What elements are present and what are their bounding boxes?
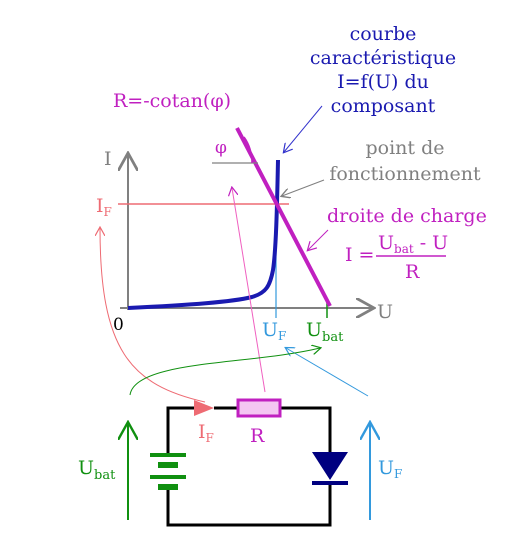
uf-axis-label: UF (262, 319, 286, 343)
droite-pointer-arrow (308, 229, 329, 250)
eq-denominator: R (405, 261, 420, 283)
circuit-uf-label: UF (378, 457, 402, 481)
circuit-ubat-label: Ubat (78, 457, 116, 483)
circuit-r-label: R (250, 425, 265, 447)
courbe-line1: courbe (350, 23, 417, 45)
courbe-pointer-arrow (284, 105, 323, 152)
u-axis-label: U (377, 301, 393, 323)
diode (312, 452, 348, 485)
point-label: point de fonctionnement (329, 137, 481, 185)
current-arrow (194, 400, 214, 416)
phi-symbol: φ (215, 138, 227, 158)
eq-numerator: Ubat - U (378, 232, 448, 256)
resistor (236, 398, 282, 418)
origin-label: 0 (113, 315, 124, 335)
i-axis-label: I (104, 148, 112, 170)
r-formula: R=-cotan(φ) (113, 90, 231, 112)
point-line2: fonctionnement (329, 163, 481, 185)
ubat-pointer-arrow (129, 348, 320, 396)
characteristic-curve (127, 159, 280, 310)
uf-pointer-arrow (286, 348, 369, 397)
point-line1: point de (366, 137, 445, 159)
load-equation: I = Ubat - U R (345, 232, 448, 283)
courbe-line2: caractéristique (310, 47, 456, 69)
courbe-label: courbe caractéristique I=f(U) du composa… (310, 23, 456, 117)
circuit-if-label: IF (198, 421, 214, 445)
if-pointer-arrow (100, 228, 206, 403)
courbe-line4: composant (331, 95, 436, 117)
load-line (235, 127, 332, 307)
battery (150, 453, 186, 490)
point-pointer-arrow (282, 179, 325, 196)
r-to-load-arrow (232, 188, 266, 393)
circuit-wires (166, 406, 332, 527)
ubat-axis-label: Ubat (306, 319, 344, 345)
courbe-line3: I=f(U) du (337, 71, 429, 93)
droite-label: droite de charge (327, 205, 487, 227)
circuit (128, 398, 370, 527)
phi-arc (243, 136, 253, 164)
if-axis-label: IF (96, 195, 112, 219)
eq-lhs: I = (345, 244, 374, 266)
